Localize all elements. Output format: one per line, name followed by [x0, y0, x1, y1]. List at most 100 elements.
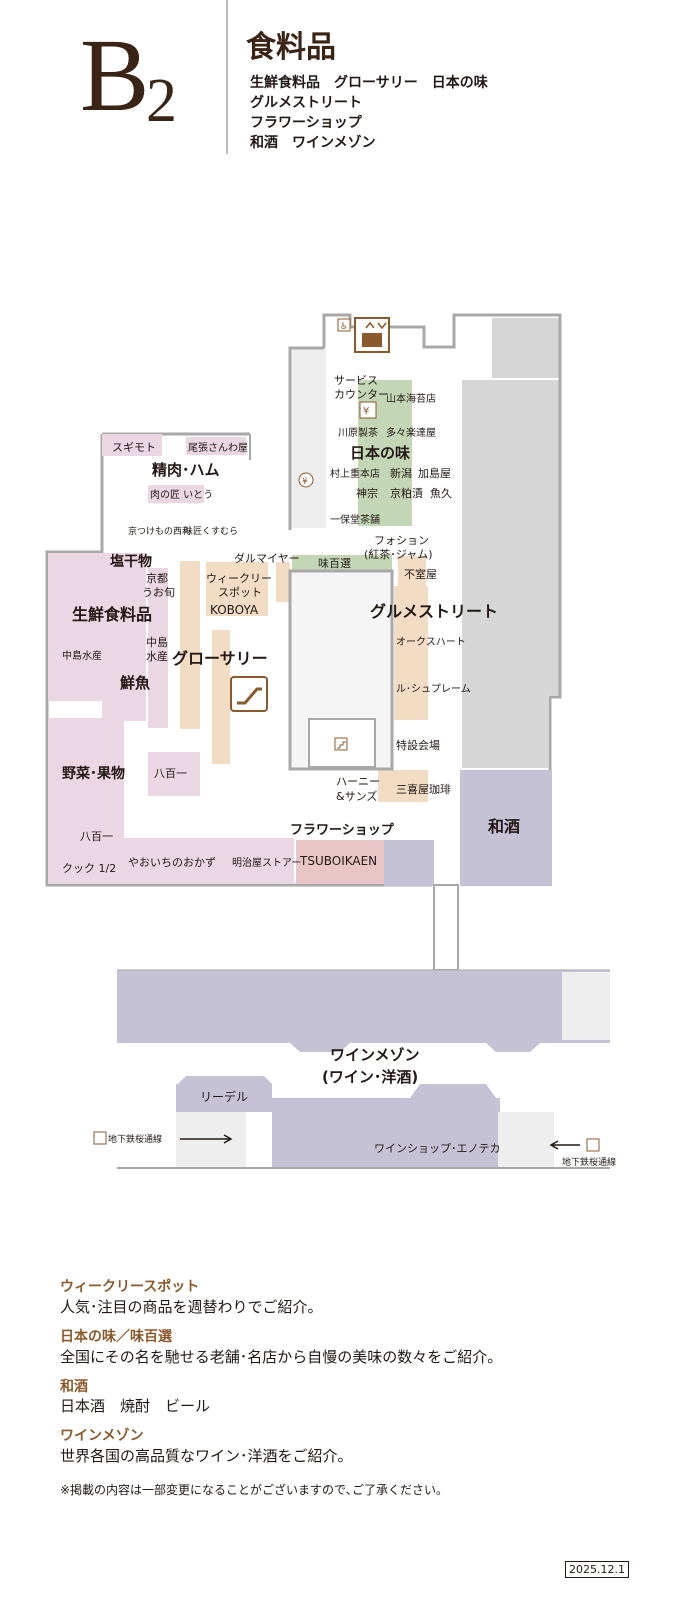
atm-yen-icon: ¥: [359, 401, 377, 419]
desc-text: 人気･注目の商品を週替わりでご紹介。: [60, 1298, 323, 1316]
subcategory-line: 和酒 ワインメゾン: [250, 135, 376, 151]
desc-title: ワインメゾン: [60, 1428, 144, 1444]
area-yasai: [48, 718, 124, 838]
category-title: 食料品: [246, 30, 336, 65]
desc-title: 和酒: [60, 1379, 88, 1395]
map-label: 加島屋: [418, 466, 451, 480]
map-label: 村上重本店: [330, 467, 380, 480]
desc-title: 日本の味／味百選: [60, 1329, 172, 1345]
map-label: 八百一: [80, 830, 113, 843]
map-label: 精肉･ハム: [152, 461, 220, 479]
svg-text:♿: ♿: [340, 322, 348, 332]
floor-number: 2: [146, 67, 177, 135]
date-badge: 2025.12.1: [565, 1561, 629, 1578]
map-label: 味百選: [318, 557, 351, 570]
map-label: ダルマイヤー: [234, 551, 300, 565]
map-label: 特設会場: [396, 738, 440, 752]
svg-text:¥: ¥: [302, 477, 308, 487]
map-label: リーデル: [200, 1089, 248, 1104]
map-label: グルメストリート: [370, 602, 498, 621]
map-label: ワインショップ･エノテカ: [374, 1142, 501, 1155]
map-label: 生鮮食料品: [72, 605, 152, 624]
map-label: 新潟: [390, 466, 412, 480]
arrow-right-icon: [180, 1134, 233, 1144]
svg-text:¥: ¥: [363, 406, 369, 417]
subcategory-line: 生鮮食料品 グローサリー 日本の味: [250, 75, 488, 91]
wheelchair-icon: ♿: [337, 318, 351, 332]
area-enoteca: [272, 1098, 500, 1168]
map-label: 鮮魚: [120, 674, 150, 692]
map-label: 野菜･果物: [62, 765, 125, 782]
area-gray: [462, 380, 560, 695]
map-label: 和酒: [488, 817, 520, 836]
map-label: 地下鉄桜通線: [108, 1133, 162, 1145]
map-label: ハーニー: [336, 775, 380, 788]
map-label: 川原製茶: [338, 426, 378, 439]
map-label: オークスハート: [396, 636, 466, 648]
floor-map: ♿ ¥ ¥ サービス カウンター 山本海苔店 川原製茶 多々楽達屋 日本の味 村…: [45, 313, 616, 1169]
map-label: サービス: [334, 374, 378, 387]
map-label: クック 1/2: [62, 862, 116, 875]
area-gray: [462, 695, 548, 768]
map-label: 山本海苔店: [386, 392, 436, 405]
desc-text: 全国にその名を馳せる老舗･名店から自慢の美味の数々をご紹介。: [60, 1348, 503, 1366]
map-label: スギモト: [112, 441, 156, 454]
map-label: TSUBOIKAEN: [299, 854, 377, 868]
map-label: ル･シュプレーム: [396, 683, 471, 695]
map-label: カウンター: [334, 388, 389, 401]
map-label: 三喜屋珈琲: [396, 782, 451, 796]
map-label: 地下鉄桜通線: [562, 1156, 616, 1168]
map-label: 中島水産: [62, 649, 102, 662]
map-label: 多々楽達屋: [386, 426, 436, 439]
map-label: スポット: [218, 586, 262, 599]
map-label: フラワーショップ: [290, 823, 395, 838]
map-label: やおいちのおかず: [128, 856, 216, 869]
area-wine-top: [117, 970, 610, 1043]
map-label: 京都: [146, 571, 168, 585]
elevator-icon: [354, 317, 390, 353]
map-label: 明治屋ストアー: [232, 856, 301, 869]
desc-text: 世界各国の高品質なワイン･洋酒をご紹介。: [60, 1447, 353, 1465]
area-tsuboikaen: [296, 840, 384, 884]
map-label: (紅茶･ジャム): [364, 548, 433, 561]
map-label: 京つけもの西利: [128, 525, 191, 537]
map-label: 魚久: [430, 487, 452, 500]
area-ajihyakusen: [292, 555, 392, 571]
stairs-icon: [334, 737, 348, 751]
desc-title: ウィークリースポット: [60, 1279, 200, 1295]
subway-icon: [93, 1131, 107, 1145]
escalator-icon: [230, 676, 268, 712]
map-label: 八百一: [154, 767, 187, 780]
map-label: 肉の匠 いとう: [150, 488, 213, 501]
map-label: &サンズ: [336, 789, 377, 803]
arrow-left-icon: [549, 1140, 580, 1150]
map-label: うお旬: [142, 586, 175, 599]
disclaimer-note: ※掲載の内容は一部変更になることがございますので､ご了承ください。: [60, 1483, 449, 1497]
subway-icon: [586, 1138, 600, 1152]
map-label: 日本の味: [350, 444, 410, 462]
yen-icon: ¥: [298, 472, 314, 488]
map-label: 塩干物: [110, 553, 152, 570]
map-label: 水産: [146, 650, 168, 663]
map-label: ワインメゾン: [330, 1046, 420, 1064]
floor-letter: B: [80, 18, 149, 133]
map-label: (ワイン･洋酒): [322, 1068, 418, 1086]
map-label: 尾張さんわ屋: [188, 442, 248, 454]
map-label: 不室屋: [404, 567, 437, 581]
subcategory-line: フラワーショップ: [250, 115, 362, 131]
map-label: 中島: [146, 635, 168, 649]
map-label: 神宗: [356, 486, 378, 500]
map-label: 京粕漬: [390, 486, 423, 500]
area-seisen: [48, 553, 102, 701]
map-label: KOBOYA: [210, 603, 259, 617]
map-label: グローサリー: [172, 649, 268, 668]
header-divider: [226, 0, 228, 154]
map-label: 味匠くすむら: [184, 525, 238, 537]
subcategory-line: グルメストリート: [250, 95, 362, 111]
map-label: フォション: [374, 534, 429, 547]
map-label: ウィークリー: [206, 572, 272, 585]
map-label: 一保堂茶舗: [330, 513, 380, 526]
area-light: [292, 348, 326, 528]
area-gray: [492, 318, 560, 378]
desc-text: 日本酒 焼酎 ビール: [60, 1397, 211, 1415]
